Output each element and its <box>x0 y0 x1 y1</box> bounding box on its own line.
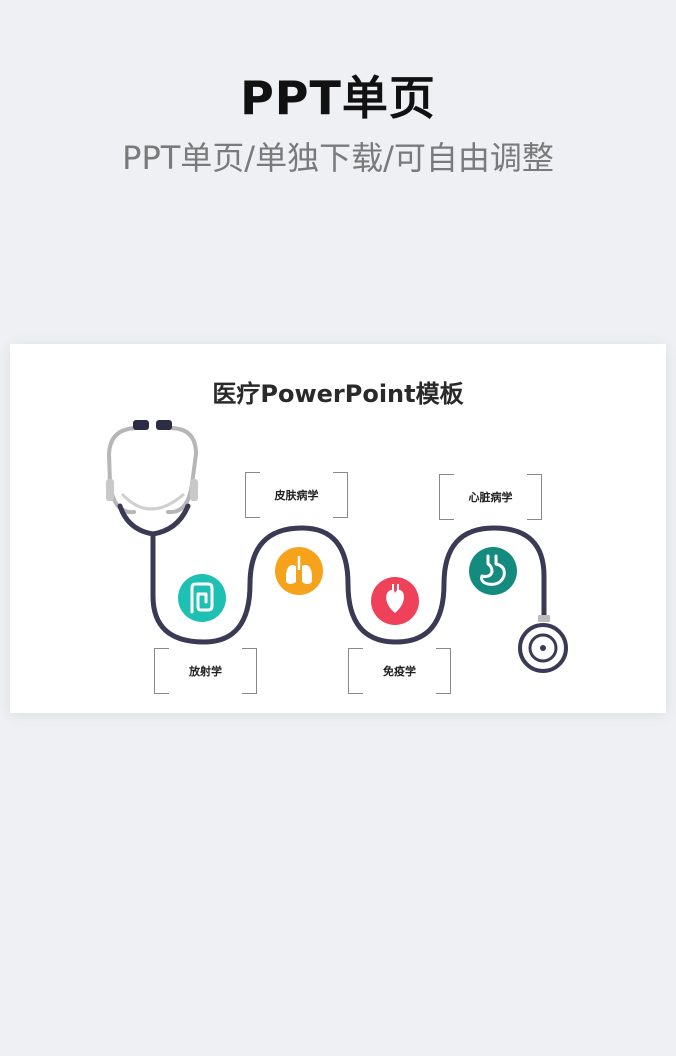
ear-tip-left-icon <box>133 420 149 430</box>
lungs-icon <box>275 547 323 595</box>
label-dermatology-text: 皮肤病学 <box>274 489 319 502</box>
label-immunology: 免疫学 <box>348 648 451 694</box>
label-immunology-text: 免疫学 <box>383 665 416 678</box>
label-cardiology-text: 心脏病学 <box>468 491 513 504</box>
label-radiology: 放射学 <box>154 648 257 694</box>
intestine-icon <box>178 574 226 622</box>
stethoscope-diagram <box>106 420 568 673</box>
label-radiology-text: 放射学 <box>189 665 222 678</box>
heart-icon <box>371 577 419 625</box>
label-dermatology: 皮肤病学 <box>245 472 348 518</box>
label-cardiology: 心脏病学 <box>439 474 542 520</box>
ear-tip-right-icon <box>156 420 172 430</box>
page-subtitle: PPT单页/单独下载/可自由调整 <box>122 139 554 177</box>
page-title: PPT单页 <box>240 71 436 125</box>
slide-title: 医疗PowerPoint模板 <box>212 380 464 408</box>
slide-preview: 医疗PowerPoint模板 放射学 皮肤病学 免疫学 心脏病学 <box>10 344 666 713</box>
stomach-icon <box>469 547 517 595</box>
